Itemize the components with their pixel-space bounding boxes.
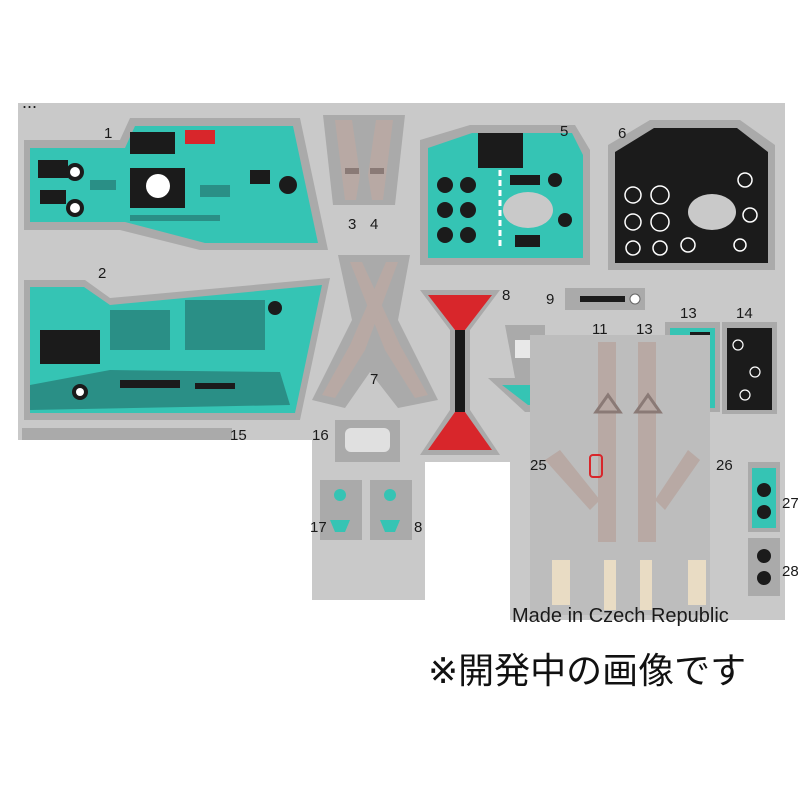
photo-etch-sheet-image: ... 1 2 3 4 bbox=[18, 92, 799, 627]
part-label: 5 bbox=[560, 123, 568, 140]
small-part-left bbox=[320, 480, 362, 540]
part-label: 25 bbox=[530, 457, 547, 474]
part-label: 26 bbox=[716, 457, 733, 474]
part-label: 4 bbox=[370, 216, 378, 233]
part-16 bbox=[22, 428, 232, 440]
part-6-black-instrument-panel bbox=[608, 120, 775, 270]
part-3-4-belts bbox=[323, 115, 405, 205]
footer-text: Made in Czech Republic bbox=[512, 605, 729, 627]
part-label: 9 bbox=[546, 291, 554, 308]
part-label: 15 bbox=[230, 427, 247, 444]
part-label: 3 bbox=[348, 216, 356, 233]
part-label: 16 bbox=[312, 427, 329, 444]
part-label: 28 bbox=[782, 563, 799, 580]
part-8-red-harness bbox=[420, 290, 500, 455]
part-27 bbox=[748, 462, 780, 532]
part-2-panel bbox=[24, 278, 330, 420]
part-7-cross-belts bbox=[312, 255, 438, 408]
part-label: 7 bbox=[370, 371, 378, 388]
header-fragment: ... bbox=[22, 92, 37, 112]
part-28 bbox=[748, 538, 780, 596]
caption-text: ※開発中の画像です bbox=[428, 651, 747, 692]
part-12-13-seat-harness bbox=[530, 335, 710, 615]
part-9 bbox=[565, 288, 645, 310]
part-label: 8 bbox=[502, 287, 510, 304]
small-part-right bbox=[370, 480, 412, 540]
part-17 bbox=[335, 420, 400, 462]
part-label: 8 bbox=[414, 519, 422, 536]
part-label: 1 bbox=[104, 125, 112, 142]
part-label: 2 bbox=[98, 265, 106, 282]
part-label: 11 bbox=[592, 321, 608, 338]
part-1-panel bbox=[24, 118, 328, 250]
part-label: 13 bbox=[680, 305, 697, 322]
part-label: 13 bbox=[636, 321, 653, 338]
part-5-instrument-panel bbox=[420, 125, 590, 265]
part-label: 6 bbox=[618, 125, 626, 142]
part-label: 14 bbox=[736, 305, 753, 322]
part-label: 27 bbox=[782, 495, 799, 512]
part-label: 17 bbox=[310, 519, 327, 536]
part-15-panel bbox=[722, 322, 777, 414]
